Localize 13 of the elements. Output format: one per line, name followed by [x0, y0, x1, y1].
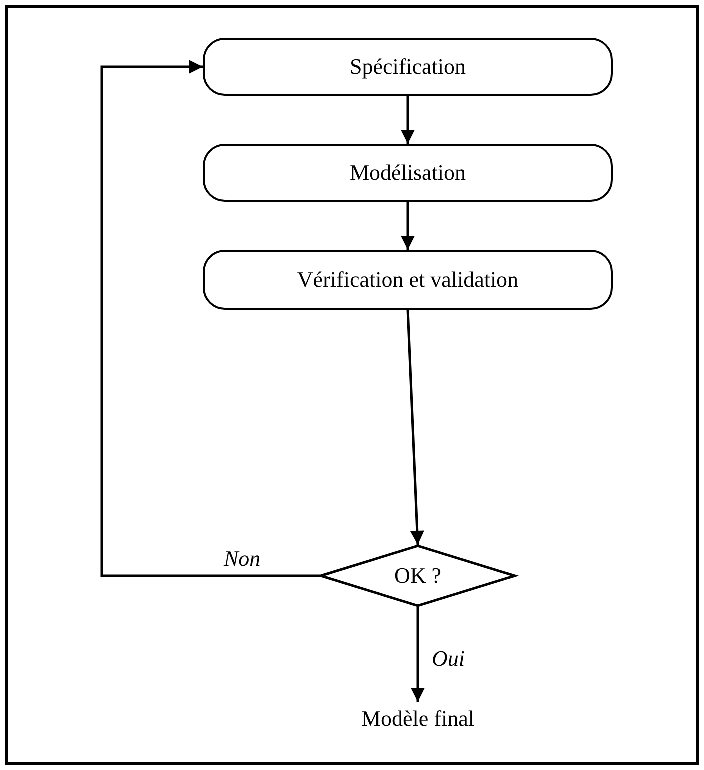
arrow: [401, 96, 415, 144]
node-label: OK ?: [394, 563, 442, 589]
arrow: [100, 60, 320, 578]
result-text: Modèle final: [361, 706, 475, 732]
node-label: Vérification et validation: [297, 267, 519, 293]
process-box: [203, 250, 613, 310]
arrow: [401, 202, 415, 250]
arrow: [406, 310, 424, 546]
arrow: [411, 607, 425, 702]
node-label: Spécification: [350, 54, 466, 80]
node-label: Modélisation: [350, 160, 466, 186]
process-box: [203, 144, 613, 202]
process-box: [203, 38, 613, 96]
